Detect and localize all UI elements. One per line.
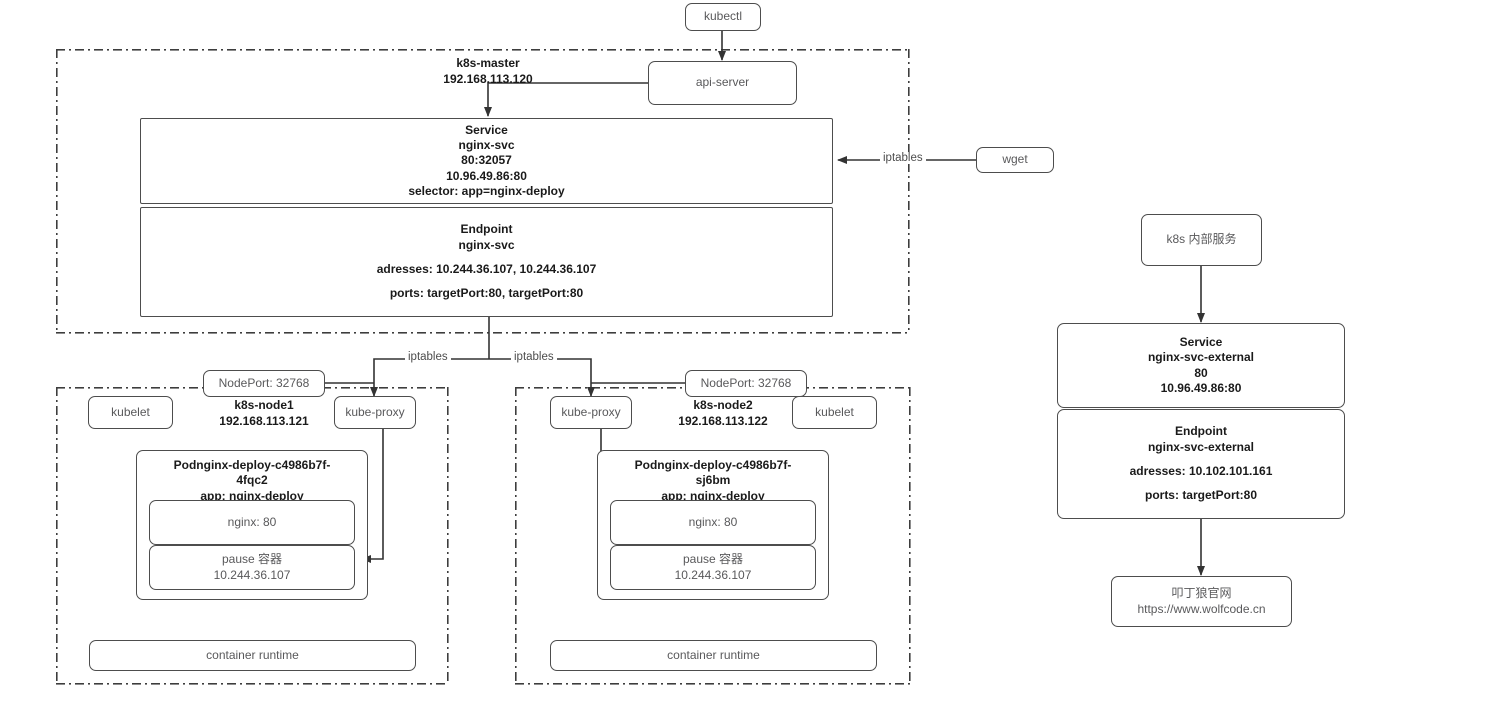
node2-nodeport-label: NodePort: 32768 <box>700 375 792 390</box>
external-endpoint-kind: Endpoint <box>1175 424 1227 439</box>
node2-pod-app: app: nginx-deploy <box>661 488 765 503</box>
service-ports: 80:32057 <box>461 153 512 168</box>
service-cluster-ip: 10.96.49.86:80 <box>446 168 527 183</box>
node2-container-nginx-label: nginx: 80 <box>688 514 738 529</box>
node1-pause-label: pause 容器 <box>221 552 283 567</box>
wolfcode-site-box[interactable]: 叩丁狼官网 https://www.wolfcode.cn <box>1111 576 1292 627</box>
node1-kube-proxy-label: kube-proxy <box>345 404 405 419</box>
endpoint-nginx-svc-box[interactable]: Endpoint nginx-svc adresses: 10.244.36.1… <box>140 207 833 317</box>
node1-pod-name-line2: 4fqc2 <box>236 473 268 488</box>
node1-container-pause-box[interactable]: pause 容器 10.244.36.107 <box>149 545 355 590</box>
service-nginx-svc-box[interactable]: Service nginx-svc 80:32057 10.96.49.86:8… <box>140 118 833 204</box>
node2-nodeport-box[interactable]: NodePort: 32768 <box>685 370 807 397</box>
node1-kubelet-label: kubelet <box>111 404 150 419</box>
node1-container-nginx-label: nginx: 80 <box>227 514 277 529</box>
node1-kube-proxy-box[interactable]: kube-proxy <box>334 396 416 429</box>
node1-container-runtime-box[interactable]: container runtime <box>89 640 416 671</box>
k8s-internal-service-box[interactable]: k8s 内部服务 <box>1141 214 1262 266</box>
node2-kubelet-label: kubelet <box>815 404 854 419</box>
wolfcode-site-name: 叩丁狼官网 <box>1171 586 1232 601</box>
edge-label-iptables-node1: iptables <box>405 351 451 363</box>
wget-label: wget <box>1002 152 1028 167</box>
api-server-label: api-server <box>695 75 750 90</box>
node1-nodeport-box[interactable]: NodePort: 32768 <box>203 370 325 397</box>
external-service-cluster-ip: 10.96.49.86:80 <box>1160 380 1242 395</box>
external-endpoint-ports: ports: targetPort:80 <box>1144 488 1257 503</box>
endpoint-name: nginx-svc <box>458 237 515 252</box>
service-nginx-svc-external-box[interactable]: Service nginx-svc-external 80 10.96.49.8… <box>1057 323 1345 408</box>
node2-kube-proxy-label: kube-proxy <box>561 404 621 419</box>
node2-container-runtime-label: container runtime <box>667 647 760 662</box>
service-name: nginx-svc <box>458 137 515 152</box>
node2-pause-ip: 10.244.36.107 <box>674 567 752 582</box>
endpoint-nginx-svc-external-box[interactable]: Endpoint nginx-svc-external adresses: 10… <box>1057 409 1345 519</box>
node2-kubelet-box[interactable]: kubelet <box>792 396 877 429</box>
wolfcode-site-url: https://www.wolfcode.cn <box>1137 601 1266 616</box>
endpoint-kind: Endpoint <box>460 222 513 237</box>
node1-pod-name-line1: Podnginx-deploy-c4986b7f- <box>173 458 331 472</box>
node2-container-nginx-box[interactable]: nginx: 80 <box>610 500 816 545</box>
external-endpoint-addresses: adresses: 10.102.101.161 <box>1129 464 1273 478</box>
zone-title-k8s-master: k8s-master 192.168.113.120 <box>398 56 578 87</box>
external-service-kind: Service <box>1179 334 1223 349</box>
node2-container-pause-box[interactable]: pause 容器 10.244.36.107 <box>610 545 816 590</box>
kubectl-box[interactable]: kubectl <box>685 3 761 31</box>
node1-name: k8s-node1 <box>234 398 294 412</box>
endpoint-addresses: adresses: 10.244.36.107, 10.244.36.107 <box>376 262 597 276</box>
zone-title-k8s-node2: k8s-node2 192.168.113.122 <box>633 398 813 429</box>
node2-pod-name-line2: sj6bm <box>695 473 731 488</box>
node2-container-runtime-box[interactable]: container runtime <box>550 640 877 671</box>
external-service-name: nginx-svc-external <box>1147 350 1255 365</box>
node2-kube-proxy-box[interactable]: kube-proxy <box>550 396 632 429</box>
node1-pod-app: app: nginx-deploy <box>200 488 304 503</box>
wget-box[interactable]: wget <box>976 147 1054 173</box>
node1-container-nginx-box[interactable]: nginx: 80 <box>149 500 355 545</box>
k8s-internal-service-label: k8s 内部服务 <box>1166 232 1237 247</box>
endpoint-ports: ports: targetPort:80, targetPort:80 <box>389 286 584 301</box>
edge-label-iptables-wget: iptables <box>880 152 926 164</box>
master-ip: 192.168.113.120 <box>443 71 533 86</box>
api-server-box[interactable]: api-server <box>648 61 797 105</box>
node1-pause-ip: 10.244.36.107 <box>213 567 291 582</box>
service-kind: Service <box>465 122 508 137</box>
kubectl-label: kubectl <box>703 9 743 24</box>
node2-pod-name-line1: Podnginx-deploy-c4986b7f- <box>634 458 792 472</box>
node2-name: k8s-node2 <box>693 398 753 412</box>
master-name: k8s-master <box>456 56 520 70</box>
edge-label-iptables-node2: iptables <box>511 351 557 363</box>
service-selector: selector: app=nginx-deploy <box>408 184 565 199</box>
node1-container-runtime-label: container runtime <box>206 647 299 662</box>
node1-nodeport-label: NodePort: 32768 <box>218 375 310 390</box>
external-service-port: 80 <box>1194 365 1208 380</box>
node2-pause-label: pause 容器 <box>682 552 744 567</box>
node1-ip: 192.168.113.121 <box>219 413 309 428</box>
external-endpoint-name: nginx-svc-external <box>1147 439 1255 454</box>
node1-kubelet-box[interactable]: kubelet <box>88 396 173 429</box>
node2-ip: 192.168.113.122 <box>678 413 768 428</box>
zone-title-k8s-node1: k8s-node1 192.168.113.121 <box>174 398 354 429</box>
